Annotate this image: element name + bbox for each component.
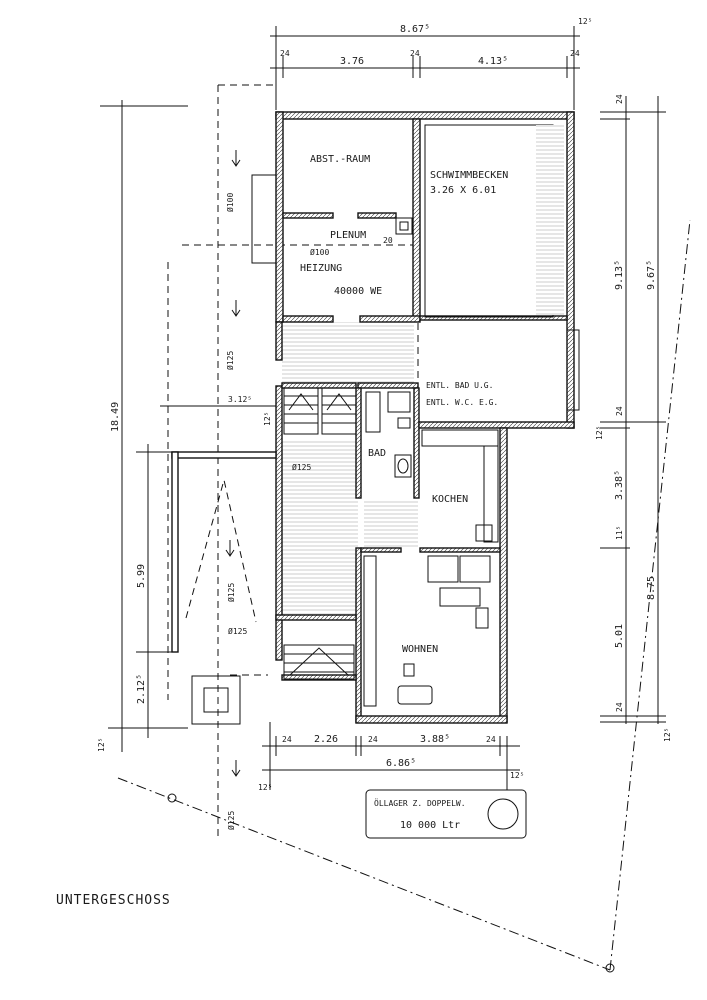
room-abstellraum: ABST.-RAUM (310, 154, 370, 165)
carport-markings (185, 479, 257, 725)
pipe-d125-left: Ø125 (225, 351, 235, 370)
dim-top-24c: 24 (570, 49, 580, 58)
room-bad: BAD (368, 448, 386, 459)
dim-right-913: 9.13⁵ (614, 260, 625, 290)
room-plenum-sub: 20 (383, 236, 393, 245)
dim-top-overall: 8.67⁵ (400, 24, 430, 35)
dim-left-125-bottom: 12⁵ (97, 738, 106, 752)
tank-label-line2: 10 000 Ltr (400, 820, 460, 831)
dim-bottom-226: 2.26 (314, 734, 338, 745)
pipe-d125-carport: Ø125 (226, 583, 236, 602)
room-heizung-power: 40000 WE (334, 286, 382, 297)
drawing-title: UNTERGESCHOSS (56, 893, 171, 908)
dim-right-125-mid: 12⁵ (595, 426, 604, 440)
room-heizung: HEIZUNG (300, 263, 342, 274)
living-furniture (363, 555, 491, 707)
kitchen-fittings (421, 429, 499, 543)
pool-basin (424, 124, 554, 318)
dim-right-24-bottom: 24 (615, 702, 624, 712)
dim-left-125-wall: 12⁵ (263, 412, 272, 426)
dim-right-875: 8.75 (646, 576, 657, 600)
pipe-d125-hall: Ø125 (292, 462, 311, 472)
floor-area-passage (364, 500, 418, 548)
dim-top-24b: 24 (410, 49, 420, 58)
tank-label-line1: ÖLLAGER Z. DOPPELW. (374, 798, 466, 808)
dim-bottom-24a: 24 (282, 735, 292, 744)
property-boundary (117, 219, 691, 973)
dim-top-right-12: 12⁵ (578, 17, 592, 26)
dim-left-1849: 18.49 (110, 402, 121, 432)
oil-tank (365, 789, 527, 839)
note-entl-bad: ENTL. BAD U.G. (426, 381, 493, 390)
dim-right-24-top: 24 (615, 94, 624, 104)
room-plenum: PLENUM (330, 230, 366, 241)
room-schwimmbecken-size: 3.26 X 6.01 (430, 185, 496, 196)
dim-bottom-125-right: 12⁵ (510, 771, 524, 780)
dim-bottom-24c: 24 (486, 735, 496, 744)
pipe-d100-plenum: Ø100 (310, 247, 329, 257)
building-walls (171, 111, 580, 724)
dim-right-967: 9.67⁵ (646, 260, 657, 290)
stairs-upper (283, 387, 357, 435)
bath-fixtures (365, 217, 413, 478)
dim-top-24a: 24 (280, 49, 290, 58)
dim-right-501: 5.01 (614, 624, 625, 648)
room-schwimmbecken: SCHWIMMBECKEN (430, 170, 508, 181)
dimension-lines (100, 26, 666, 790)
dim-bottom-388: 3.88⁵ (420, 734, 450, 745)
dim-right-125-bottom: 12⁵ (663, 728, 672, 742)
dim-right-338: 3.38⁵ (614, 470, 625, 500)
pipe-d100-left: Ø100 (225, 193, 235, 212)
pipe-d125-bottom: Ø125 (226, 811, 236, 830)
pipe-arrows (225, 150, 241, 777)
pipe-d125-entry: Ø125 (228, 626, 247, 636)
stairs-lower (283, 644, 355, 680)
dim-bottom-686: 6.86⁵ (386, 758, 416, 769)
dim-right-24-mid: 24 (615, 406, 624, 416)
dim-left-212: 2.12⁵ (136, 674, 147, 704)
dim-bottom-24b: 24 (368, 735, 378, 744)
dim-top-376: 3.76 (340, 56, 364, 67)
floor-area-hall (282, 440, 358, 618)
floor-area-corridor (282, 322, 414, 386)
dim-top-413: 4.13⁵ (478, 56, 508, 67)
pool-deck (536, 125, 564, 315)
dim-bottom-125-left: 12⁵ (258, 783, 272, 792)
dim-left-599: 5.99 (136, 564, 147, 588)
room-wohnen: WOHNEN (402, 644, 438, 655)
dim-left-312: 3.12⁵ (228, 395, 252, 404)
note-entl-wc: ENTL. W.C. E.G. (426, 398, 498, 407)
room-kochen: KOCHEN (432, 494, 468, 505)
dim-right-115: 11⁵ (615, 526, 624, 540)
